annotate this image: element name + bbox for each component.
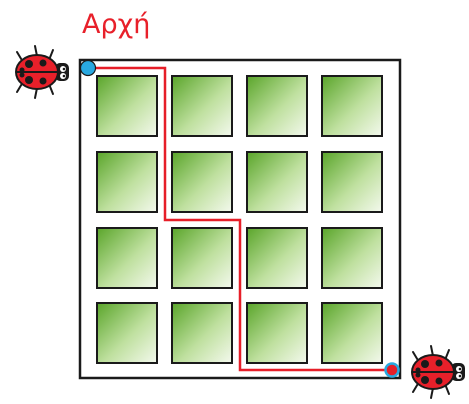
grid-square bbox=[171, 151, 233, 213]
ladybug-end-icon bbox=[411, 345, 465, 399]
grid-square bbox=[171, 302, 233, 364]
grid-square bbox=[171, 227, 233, 289]
grid-square bbox=[246, 151, 308, 213]
grid-square bbox=[246, 227, 308, 289]
grid-square bbox=[321, 151, 383, 213]
end-marker bbox=[384, 362, 400, 378]
square-grid bbox=[96, 75, 383, 364]
start-label: Αρχή bbox=[82, 9, 151, 40]
ladybug-start-icon bbox=[15, 45, 69, 99]
grid-square bbox=[246, 302, 308, 364]
grid-square bbox=[246, 75, 308, 137]
grid-square bbox=[96, 227, 158, 289]
grid-square bbox=[96, 151, 158, 213]
grid-square bbox=[96, 75, 158, 137]
grid-square bbox=[171, 75, 233, 137]
grid-square bbox=[321, 227, 383, 289]
grid-square bbox=[96, 302, 158, 364]
grid-square bbox=[321, 75, 383, 137]
start-marker bbox=[79, 59, 97, 77]
grid-square bbox=[321, 302, 383, 364]
route-line bbox=[88, 66, 392, 372]
